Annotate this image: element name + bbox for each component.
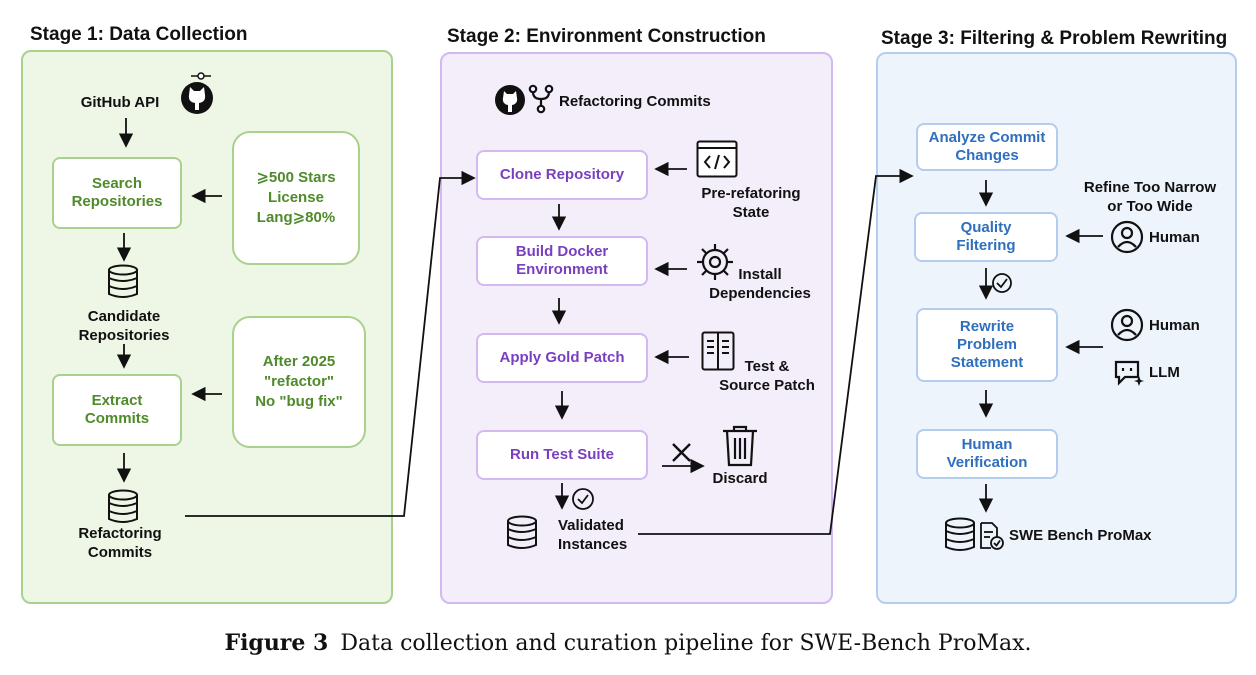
llm-label: LLM: [1149, 364, 1180, 381]
gear-icon: [697, 244, 733, 280]
human-label-1: Human: [1149, 229, 1200, 246]
candidate-repositories-label: Candidate Repositories: [78, 308, 170, 344]
test-source-patch-label: Test & Source Patch: [719, 358, 815, 394]
refine-label: Refine Too Narrow or Too Wide: [1083, 179, 1217, 215]
check-circle-icon: [992, 273, 1012, 293]
apply-gold-patch-box: Apply Gold Patch: [476, 333, 648, 383]
code-icon: [696, 140, 738, 178]
stage2-panel: [440, 52, 833, 604]
cross-icon: [672, 443, 691, 462]
stage1-title: Stage 1: Data Collection: [30, 24, 248, 45]
trash-icon: [723, 425, 757, 467]
human-verification-box: Human Verification: [916, 429, 1058, 479]
database-icon: [945, 517, 975, 551]
database-icon: [108, 264, 138, 298]
document-icon: [701, 331, 735, 371]
rewrite-problem-box: Rewrite Problem Statement: [916, 308, 1058, 382]
extract-commits-box: Extract Commits: [52, 374, 182, 446]
database-icon: [108, 489, 138, 523]
quality-filtering-box: Quality Filtering: [914, 212, 1058, 262]
figure-caption: Figure 3 Data collection and curation pip…: [0, 630, 1256, 656]
person-icon: [1110, 220, 1144, 254]
run-test-suite-box: Run Test Suite: [476, 430, 648, 480]
caption-text: Data collection and curation pipeline fo…: [340, 631, 1032, 656]
database-icon: [507, 515, 537, 549]
commit-criteria-box: After 2025 "refactor" No "bug fix": [232, 316, 366, 448]
repo-criteria-box: ⩾500 Stars License Lang⩾80%: [232, 131, 360, 265]
github-api-label: GitHub API: [80, 94, 160, 111]
github-icon: [181, 72, 213, 114]
person-icon: [1110, 308, 1144, 342]
analyze-commit-box: Analyze Commit Changes: [916, 123, 1058, 171]
stage3-title: Stage 3: Filtering & Problem Rewriting: [881, 28, 1228, 49]
document-icon: [980, 522, 1004, 550]
output-dataset-label: SWE Bench ProMax: [1009, 527, 1152, 544]
refactoring-commits-label: Refactoring Commits: [78, 525, 162, 561]
robot-icon: [1114, 360, 1144, 386]
check-circle-icon: [572, 488, 594, 510]
search-repositories-box: Search Repositories: [52, 157, 182, 229]
discard-label: Discard: [712, 470, 768, 487]
clone-repository-box: Clone Repository: [476, 150, 648, 200]
github-icon: [495, 85, 525, 115]
refactoring-commits-header: Refactoring Commits: [559, 93, 711, 110]
install-dependencies-label: Install Dependencies: [709, 266, 811, 302]
fork-icon: [528, 84, 554, 114]
stage2-title: Stage 2: Environment Construction: [447, 26, 766, 47]
human-label-2: Human: [1149, 317, 1200, 334]
validated-instances-label: Validated Instances: [558, 517, 628, 553]
build-docker-box: Build Docker Environment: [476, 236, 648, 286]
pre-refactoring-state-label: Pre-refatoring State: [701, 185, 801, 221]
figure-label: Figure 3: [224, 630, 329, 656]
